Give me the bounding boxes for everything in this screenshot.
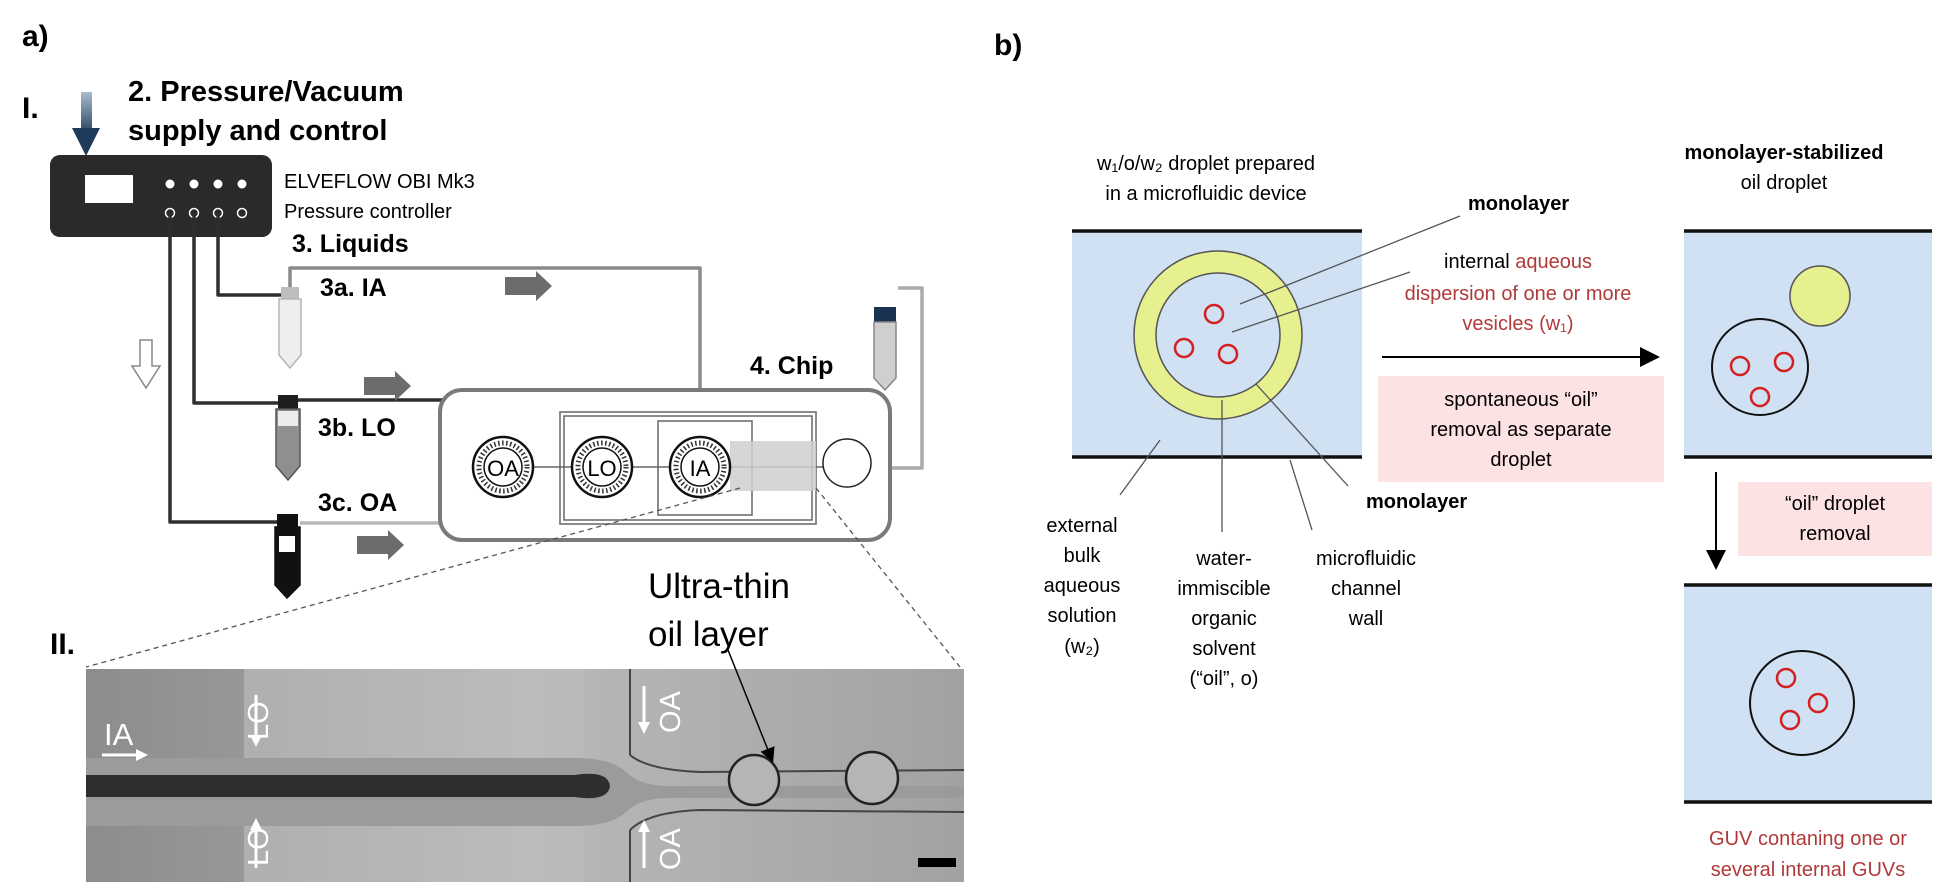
flow-arrow-lo-icon — [364, 371, 411, 401]
svg-text:“oil” droplet: “oil” droplet — [1785, 493, 1885, 515]
svg-text:solution: solution — [1048, 605, 1117, 627]
liquids-title: 3. Liquids — [292, 230, 409, 258]
panel-b-label: b) — [994, 29, 1022, 62]
svg-text:(w₂): (w₂) — [1064, 636, 1100, 658]
panel-a: a) I. 2. Pressure/Vacuum supply and cont… — [22, 20, 965, 882]
monolayer-top-label: monolayer — [1468, 193, 1569, 215]
pointer-lines — [1119, 215, 1815, 532]
controller-name-line-2: Pressure controller — [284, 201, 452, 223]
chip-title: 4. Chip — [750, 352, 833, 380]
micrograph-oa-top-label: OA — [655, 690, 687, 733]
svg-text:channel: channel — [1331, 578, 1401, 600]
internal-caption-line-2: dispersion of one or more — [1405, 283, 1632, 305]
svg-text:(“oil”, o): (“oil”, o) — [1190, 668, 1259, 690]
svg-text:water-: water- — [1195, 548, 1252, 570]
micrograph — [86, 669, 965, 882]
micrograph-oa-bottom-label: OA — [655, 827, 687, 870]
vacuum-arrow-icon — [130, 339, 162, 390]
micrograph-lo-bottom-label: LO — [243, 827, 275, 866]
oil-layer-annotation-line-2: oil layer — [648, 615, 769, 654]
controller-knobs — [164, 179, 248, 219]
zoom-line-left — [85, 487, 741, 668]
channel-final — [1684, 583, 1932, 804]
oil-removal-box: “oil” droplet removal — [1738, 482, 1932, 556]
svg-text:removal: removal — [1799, 523, 1870, 545]
pressure-controller — [50, 155, 272, 237]
prep-caption-line-2: in a microfluidic device — [1105, 183, 1306, 205]
svg-text:wall: wall — [1348, 608, 1383, 630]
prep-caption-line-1: w₁/o/w₂ droplet prepared — [1096, 153, 1315, 175]
oil-solvent-caption: water- immiscible organic solvent (“oil”… — [1177, 548, 1270, 690]
zoom-line-right — [815, 487, 961, 668]
monolayer-bottom-label: monolayer — [1366, 491, 1467, 513]
micrograph-arrow-oa-bottom-icon — [638, 820, 650, 868]
svg-text:solvent: solvent — [1192, 638, 1256, 660]
tube-ia — [278, 287, 302, 370]
pressure-inlet-arrow-icon — [72, 92, 100, 156]
well-lo-label: LO — [587, 456, 616, 481]
well-ia — [668, 435, 732, 499]
svg-text:microfluidic: microfluidic — [1316, 548, 1416, 570]
section-1-label: I. — [22, 92, 39, 125]
stabilized-caption-line-2: oil droplet — [1741, 172, 1828, 194]
panel-b: b) w₁/o/w₂ droplet prepared in a microfl… — [994, 29, 1932, 881]
svg-text:organic: organic — [1191, 608, 1257, 630]
micrograph-lo-top-label: LO — [243, 701, 275, 740]
guv-caption-line-1: GUV contaning one or — [1709, 828, 1907, 850]
svg-text:bulk: bulk — [1064, 545, 1102, 567]
oil-layer-annotation-line-1: Ultra-thin — [648, 567, 790, 606]
svg-text:immiscible: immiscible — [1177, 578, 1270, 600]
micrograph-arrow-lo-bottom-icon — [250, 818, 262, 868]
flow-arrow-ia-icon — [505, 271, 552, 301]
guv-caption-line-2: several internal GUVs — [1711, 859, 1906, 881]
svg-text:spontaneous “oil”: spontaneous “oil” — [1444, 389, 1597, 411]
well-oa — [471, 435, 535, 499]
micrograph-arrow-oa-top-icon — [638, 686, 650, 734]
tube-lo — [275, 395, 301, 482]
channel-separated — [1684, 229, 1932, 459]
pressure-title-line-2: supply and control — [128, 115, 387, 147]
external-solution-caption: external bulk aqueous solution (w₂) — [1044, 515, 1121, 658]
micrograph-flow-arrow-ia-icon — [102, 749, 148, 761]
flow-arrow-oa-icon — [357, 530, 404, 560]
well-ia-label: IA — [690, 456, 711, 481]
spontaneous-removal-box: spontaneous “oil” removal as separate dr… — [1378, 376, 1664, 482]
svg-text:droplet: droplet — [1490, 449, 1552, 471]
micrograph-ia-label: IA — [104, 717, 134, 752]
tube-oa — [274, 514, 301, 600]
well-oa-label: OA — [487, 456, 519, 481]
channel-wall-caption: microfluidic channel wall — [1316, 548, 1416, 630]
internal-caption-line-1: internal aqueous — [1444, 251, 1592, 273]
well-lo — [570, 435, 634, 499]
svg-text:aqueous: aqueous — [1044, 575, 1121, 597]
chip: OA LO IA — [438, 388, 892, 542]
micrograph-arrow-lo-top-icon — [250, 695, 262, 747]
tube-lo-label: 3b. LO — [318, 414, 396, 442]
svg-text:removal as separate: removal as separate — [1430, 419, 1611, 441]
tube-oa-label: 3c. OA — [318, 489, 397, 517]
panel-a-label: a) — [22, 20, 49, 53]
stabilized-caption-line-1: monolayer-stabilized — [1685, 142, 1884, 164]
channel-initial — [1072, 229, 1362, 459]
internal-caption-line-3: vesicles (w₁) — [1462, 313, 1573, 335]
svg-text:external: external — [1046, 515, 1117, 537]
oil-layer-annotation-arrow — [727, 649, 775, 763]
controller-name-line-1: ELVEFLOW OBI Mk3 — [284, 171, 475, 193]
tube-outlet — [873, 307, 897, 392]
pressure-title-line-1: 2. Pressure/Vacuum — [128, 76, 404, 108]
tube-ia-label: 3a. IA — [320, 274, 387, 302]
section-2-label: II. — [50, 628, 75, 661]
